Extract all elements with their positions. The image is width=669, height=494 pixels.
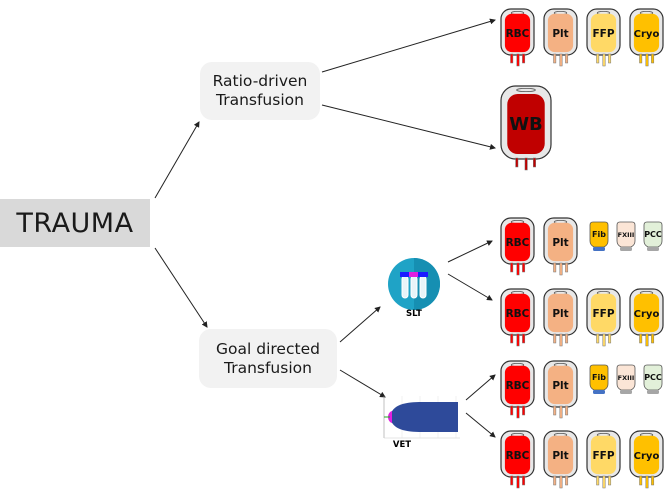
vial-pcc: PCC: [643, 364, 663, 394]
arrow-slt-components: [447, 273, 493, 301]
slt-test: SLT: [380, 258, 450, 320]
goal-label-line2: Transfusion: [224, 358, 312, 377]
ratio-label-line2: Transfusion: [216, 91, 304, 109]
arrow-trauma-ratio: [154, 121, 200, 199]
arrow-ratio-components: [321, 18, 496, 73]
bag-wb: WB: [500, 85, 552, 171]
bag-label: Cryo: [634, 309, 660, 320]
bag-label: RBC: [506, 380, 530, 392]
bag-label: Plt: [552, 450, 568, 462]
arrow-goal-slt: [339, 306, 381, 343]
goal-label-line1: Goal directed: [216, 339, 320, 358]
bag-ffp: FFP: [586, 8, 621, 67]
vial-fxiii: FXIII: [616, 221, 636, 251]
bag-plt: Plt: [543, 8, 578, 67]
arrow-vet-components: [465, 412, 496, 438]
vial-fxiii: FXIII: [616, 364, 636, 394]
bag-plt: Plt: [543, 430, 578, 489]
vet-label: VET: [392, 440, 412, 450]
trauma-label: TRAUMA: [16, 207, 134, 239]
vial-label: FXIII: [618, 231, 635, 239]
bag-label: RBC: [506, 28, 530, 40]
bag-rbc: RBC: [500, 360, 535, 419]
bag-label: RBC: [506, 237, 530, 249]
bag-label: FFP: [592, 28, 614, 40]
bag-label: Plt: [552, 237, 568, 249]
arrow-goal-vet: [339, 369, 386, 398]
test-tubes-icon: [388, 258, 440, 310]
bag-label: Plt: [552, 380, 568, 392]
bag-plt: Plt: [543, 288, 578, 347]
arrow-vet-factors: [465, 374, 496, 401]
slt-label: SLT: [406, 309, 422, 319]
bag-plt: Plt: [543, 360, 578, 419]
bag-rbc: RBC: [500, 8, 535, 67]
bag-ffp: FFP: [586, 430, 621, 489]
bag-label: Cryo: [634, 451, 660, 462]
bag-label: Plt: [552, 28, 568, 40]
arrow-ratio-wb: [321, 104, 496, 150]
arrow-slt-factors: [447, 240, 493, 263]
goal-directed-node: Goal directed Transfusion: [199, 329, 337, 388]
vial-pcc: PCC: [643, 221, 663, 251]
vial-label: Fib: [592, 373, 606, 382]
bag-label: RBC: [506, 450, 530, 462]
arrow-trauma-goal: [154, 247, 208, 328]
vial-label: FXIII: [618, 374, 635, 382]
trauma-node: TRAUMA: [0, 199, 150, 247]
vial-fib: Fib: [589, 364, 609, 394]
vial-fib: Fib: [589, 221, 609, 251]
bag-ffp: FFP: [586, 288, 621, 347]
bag-cryo: Cryo: [629, 8, 664, 67]
bag-label: RBC: [506, 308, 530, 320]
bag-label: FFP: [592, 450, 614, 462]
bag-label: FFP: [592, 308, 614, 320]
ratio-driven-node: Ratio-driven Transfusion: [200, 62, 320, 120]
bag-label: Plt: [552, 308, 568, 320]
vet-test: VET: [382, 392, 462, 454]
vial-label: PCC: [644, 373, 662, 382]
ratio-label-line1: Ratio-driven: [212, 72, 308, 90]
bag-cryo: Cryo: [629, 288, 664, 347]
bag-rbc: RBC: [500, 217, 535, 276]
bag-plt: Plt: [543, 217, 578, 276]
vial-label: Fib: [592, 230, 606, 239]
vial-label: PCC: [644, 230, 662, 239]
bag-cryo: Cryo: [629, 430, 664, 489]
bag-rbc: RBC: [500, 288, 535, 347]
bag-rbc: RBC: [500, 430, 535, 489]
bag-label: WB: [509, 114, 543, 135]
viscoelastic-trace-icon: [383, 396, 460, 439]
bag-label: Cryo: [634, 29, 660, 40]
